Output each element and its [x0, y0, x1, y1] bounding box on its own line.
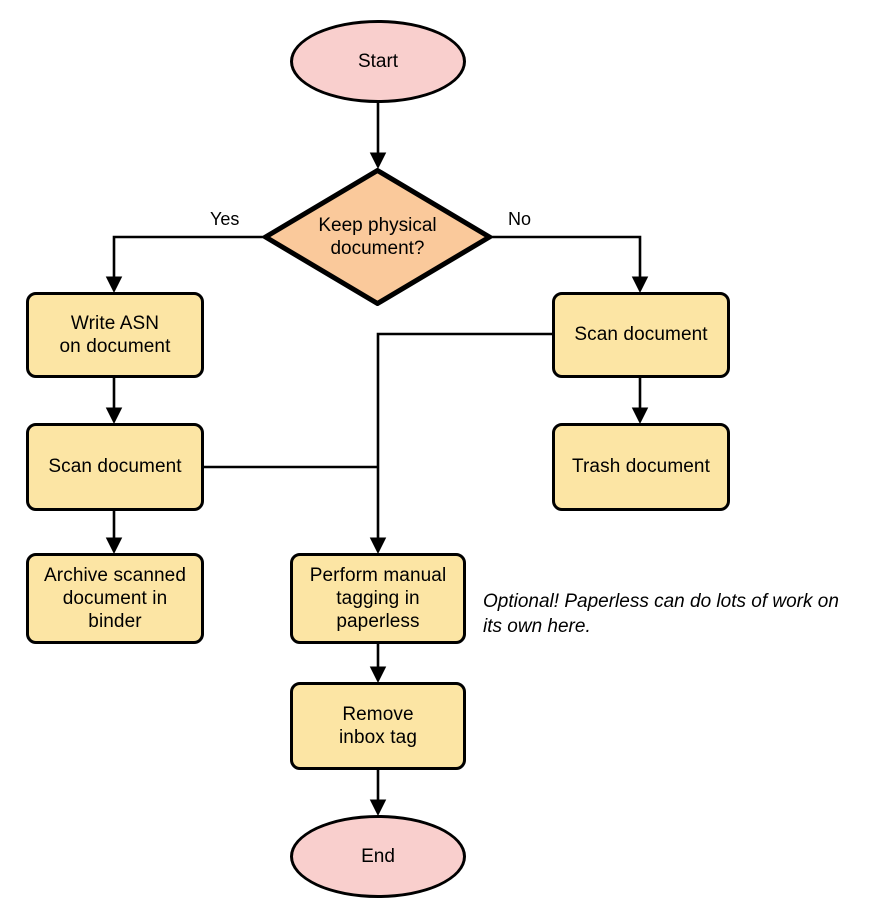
node-start[interactable]: Start [290, 20, 466, 103]
node-scan-document-right-label: Scan document [574, 324, 708, 346]
node-end-label: End [361, 845, 395, 867]
node-write-asn-on-document-label: Write ASN on document [59, 312, 171, 357]
node-start-label: Start [357, 50, 399, 72]
node-scan-document-right[interactable]: Scan document [552, 292, 730, 378]
node-scan-document-left-label: Scan document [48, 456, 182, 478]
node-keep-physical-document[interactable]: Keep physical document? [263, 168, 492, 306]
node-trash-document-label: Trash document [572, 456, 710, 478]
edge-label-no: No [508, 209, 532, 229]
edge-decision-no-to-scan-right [492, 235, 649, 293]
node-scan-document-left[interactable]: Scan document [26, 423, 204, 511]
edge-label-yes: Yes [210, 209, 240, 229]
node-end[interactable]: End [290, 815, 466, 898]
edge-decision-yes-to-write-asn [105, 235, 263, 293]
node-keep-physical-document-label: Keep physical document? [318, 214, 437, 259]
node-remove-inbox-tag-label: Remove inbox tag [338, 703, 417, 748]
node-archive-scanned-document[interactable]: Archive scanned document in binder [26, 553, 204, 644]
node-remove-inbox-tag[interactable]: Remove inbox tag [290, 682, 466, 770]
diamond-shape [263, 168, 492, 306]
edge-scan-right-to-manual-tagging [369, 332, 552, 554]
node-trash-document[interactable]: Trash document [552, 423, 730, 511]
node-perform-manual-tagging-label: Perform manual tagging in paperless [309, 564, 447, 633]
node-write-asn-on-document[interactable]: Write ASN on document [26, 292, 204, 378]
node-perform-manual-tagging[interactable]: Perform manual tagging in paperless [290, 553, 466, 644]
annotation-optional-note: Optional! Paperless can do lots of work … [483, 591, 839, 637]
node-archive-scanned-document-label: Archive scanned document in binder [44, 564, 186, 633]
